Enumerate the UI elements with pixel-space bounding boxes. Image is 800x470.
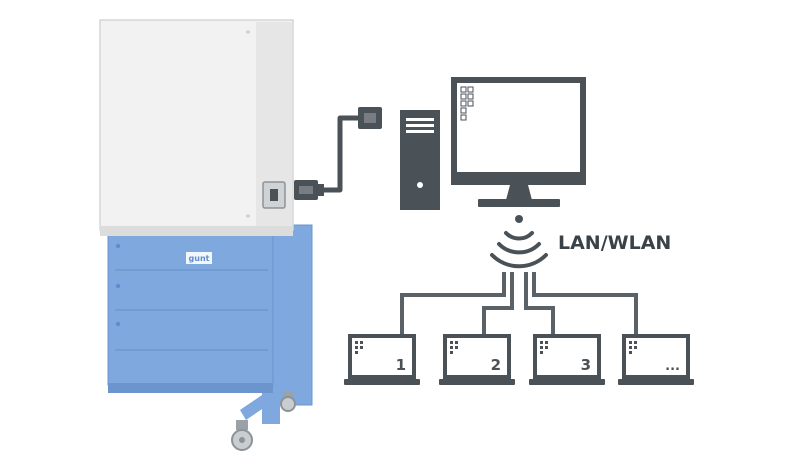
caster-wheel-icon [280, 392, 296, 412]
client-label: 3 [581, 356, 591, 374]
usb-plug-icon [358, 107, 382, 129]
laptop-icon: 1 [344, 334, 420, 385]
laptop-icon: 2 [439, 334, 515, 385]
wifi-signal-icon [490, 215, 548, 269]
usb-plug-icon [294, 180, 324, 200]
usb-port-icon [262, 181, 286, 209]
usb-cable [294, 107, 382, 200]
client-label: 2 [491, 356, 501, 374]
network-links [400, 272, 638, 334]
laptop-icon: ... [618, 334, 694, 385]
client-label: ... [665, 359, 680, 374]
caster-wheel-icon [231, 420, 253, 451]
monitor-icon [451, 77, 586, 207]
network-label: LAN/WLAN [558, 232, 671, 254]
laptop-icon: 3 [529, 334, 605, 385]
trainer-unit: gunt [99, 19, 313, 451]
client-label: 1 [396, 356, 406, 374]
brand-logo [186, 252, 212, 264]
desktop-tower-icon [400, 110, 440, 210]
brand-text: gunt [189, 254, 210, 263]
